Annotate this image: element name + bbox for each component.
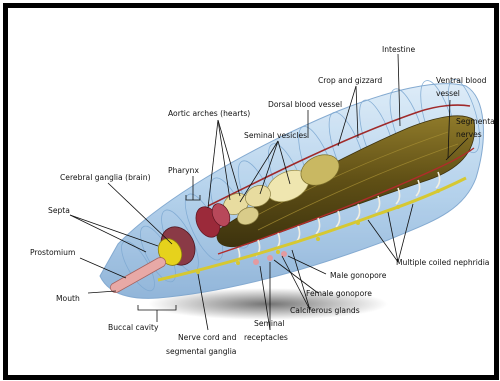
figure-frame: Intestine Crop and gizzard Ventral blood… xyxy=(3,3,499,380)
label-nerve-cord-2: segmental ganglia xyxy=(166,347,236,356)
label-intestine: Intestine xyxy=(382,45,416,54)
label-nerve-cord-1: Nerve cord and xyxy=(178,333,237,342)
label-segmental-nerves-1: Segmental xyxy=(456,117,494,126)
label-dorsal-vessel: Dorsal blood vessel xyxy=(268,100,342,109)
label-calciferous-glands: Calciferous glands xyxy=(290,306,360,315)
label-prostomium: Prostomium xyxy=(30,248,75,257)
label-ventral-vessel-1: Ventral blood xyxy=(436,76,487,85)
label-segmental-nerves-2: nerves xyxy=(456,130,482,139)
label-ventral-vessel-2: vessel xyxy=(436,89,460,98)
earthworm-anatomy-diagram: Intestine Crop and gizzard Ventral blood… xyxy=(8,8,494,375)
label-seminal-receptacles-2: receptacles xyxy=(244,333,288,342)
label-cerebral-ganglia: Cerebral ganglia (brain) xyxy=(60,173,151,182)
label-nephridia: Multiple coiled nephridia xyxy=(396,258,489,267)
label-septa: Septa xyxy=(48,206,70,215)
label-pharynx: Pharynx xyxy=(168,166,199,175)
label-mouth: Mouth xyxy=(56,294,80,303)
label-female-gonopore: Female gonopore xyxy=(306,289,372,298)
label-seminal-vesicles: Seminal vesicles xyxy=(244,131,307,140)
label-male-gonopore: Male gonopore xyxy=(330,271,387,280)
label-crop-gizzard: Crop and gizzard xyxy=(318,76,382,85)
label-seminal-receptacles-1: Seminal xyxy=(254,319,285,328)
label-aortic-arches: Aortic arches (hearts) xyxy=(168,109,250,118)
label-buccal-cavity: Buccal cavity xyxy=(108,323,159,332)
